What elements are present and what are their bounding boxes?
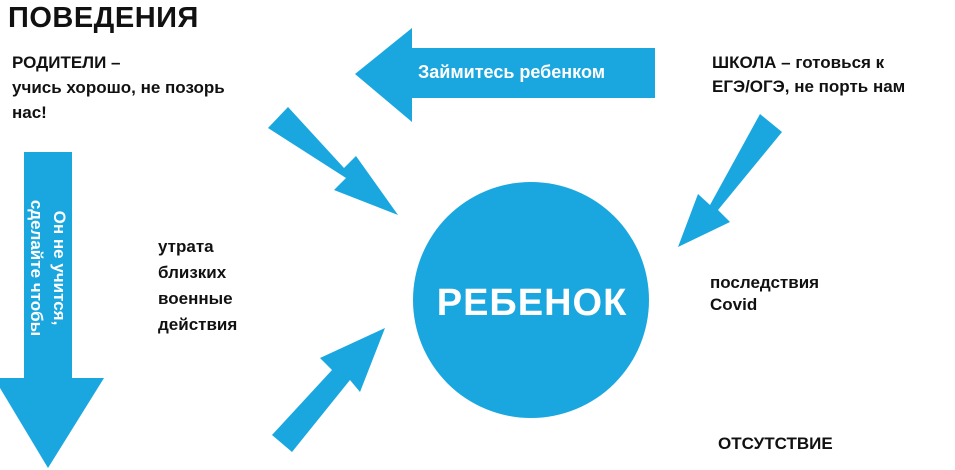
absence-label: ОТСУТСТВИЕ bbox=[718, 434, 833, 453]
school-to-child-arrow bbox=[678, 114, 782, 247]
loss-line-3: военные bbox=[158, 289, 233, 308]
parents-line-3: нас! bbox=[12, 103, 47, 122]
child-circle bbox=[413, 182, 649, 418]
bottom-to-child-arrow bbox=[272, 328, 385, 452]
loss-text-block: утрата близких военные действия bbox=[158, 234, 237, 338]
parents-line-1: РОДИТЕЛИ – bbox=[12, 53, 121, 72]
top-arrow-label: Займитесь ребенком bbox=[418, 62, 606, 82]
loss-line-1: утрата bbox=[158, 237, 214, 256]
covid-line-1: последствия bbox=[710, 273, 820, 292]
loss-line-4: действия bbox=[158, 315, 238, 334]
parents-text-block: РОДИТЕЛИ – учись хорошо, не позорь нас! bbox=[12, 50, 225, 125]
school-text-block: ШКОЛА – готовься к ЕГЭ/ОГЭ, не порть нам bbox=[712, 51, 905, 99]
down-arrow bbox=[0, 152, 104, 468]
vertical-arrow-line-3: учился! bbox=[4, 235, 23, 301]
top-left-arrow bbox=[355, 28, 655, 122]
parents-line-2: учись хорошо, не позорь bbox=[12, 78, 225, 97]
school-line-2: ЕГЭ/ОГЭ, не порть нам bbox=[712, 77, 906, 96]
vertical-arrow-label: Он не учится, сделайте чтобы учился! bbox=[2, 173, 71, 363]
child-label: РЕБЕНОК bbox=[436, 282, 628, 324]
diagram-title: ПОВЕДЕНИЯ bbox=[8, 2, 199, 34]
loss-line-2: близких bbox=[158, 263, 227, 282]
vertical-arrow-line-2: сделайте чтобы bbox=[27, 199, 46, 337]
vertical-arrow-line-1: Он не учится, bbox=[50, 210, 69, 326]
parents-to-child-arrow bbox=[268, 107, 398, 215]
covid-text-block: последствия Covid bbox=[710, 272, 819, 316]
school-line-1: ШКОЛА – готовься к bbox=[712, 53, 885, 72]
covid-line-2: Covid bbox=[710, 295, 758, 314]
